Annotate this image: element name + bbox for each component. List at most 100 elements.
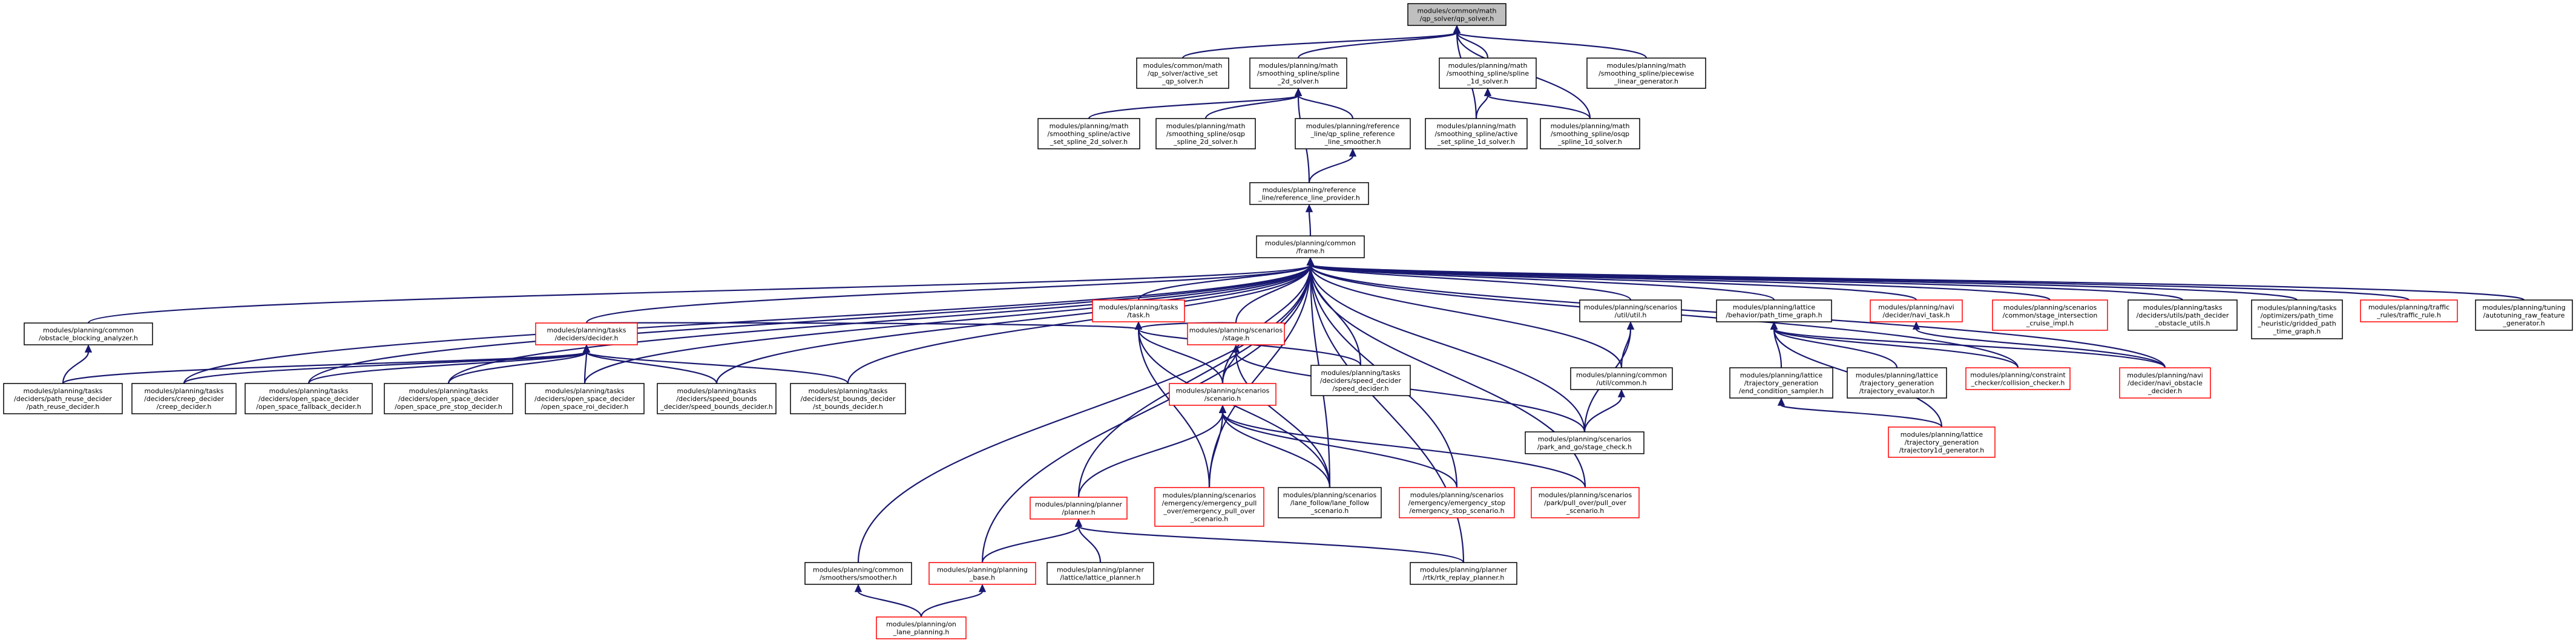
node-label-line: /emergency_stop_scenario.h — [1409, 507, 1504, 515]
node-label-line: /trajectory_generation — [1905, 439, 1979, 446]
node-label-line: /trajectory_evaluator.h — [1859, 387, 1935, 395]
edge-collision_checker-to-path_time_graph — [1770, 321, 2019, 368]
node-stage-intersection[interactable]: modules/planning/scenarios/common/stage_… — [1992, 299, 2108, 331]
node-common-util-common[interactable]: modules/planning/common/util/common.h — [1570, 367, 1673, 390]
node-planning-base[interactable]: modules/planning/planning_base.h — [928, 562, 1036, 585]
node-collision-checker[interactable]: modules/planning/constraint_checker/coll… — [1965, 367, 2071, 390]
node-label-line: /trajectory_generation — [1744, 379, 1819, 387]
edge-active_set_qp-to-qp_solver — [1181, 25, 1461, 59]
node-label-line: modules/planning/tasks — [269, 387, 349, 395]
node-open-space-pre-stop[interactable]: modules/planning/tasks/deciders/open_spa… — [384, 383, 513, 414]
node-label-line: modules/planning/lattice — [1901, 431, 1983, 439]
node-path-time-graph[interactable]: modules/planning/lattice/behavior/path_t… — [1716, 299, 1832, 322]
node-label-line: modules/planning/planner — [1035, 501, 1123, 509]
node-piecewise-linear[interactable]: modules/planning/math/smoothing_spline/p… — [1586, 57, 1706, 89]
node-qp-solver[interactable]: modules/common/math/qp_solver/qp_solver.… — [1407, 3, 1506, 26]
node-osqp-spline-1d[interactable]: modules/planning/math/smoothing_spline/o… — [1540, 118, 1640, 149]
node-label-line: /lattice/lattice_planner.h — [1060, 574, 1141, 582]
node-task[interactable]: modules/planning/tasks/task.h — [1092, 299, 1185, 322]
node-pull-over[interactable]: modules/planning/scenarios/park/pull_ove… — [1531, 487, 1640, 518]
node-label-line: modules/planning/math — [1607, 62, 1686, 70]
node-trajectory1d-generator[interactable]: modules/planning/lattice/trajectory_gene… — [1888, 426, 1996, 458]
node-active-set-qp[interactable]: modules/common/math/qp_solver/active_set… — [1136, 57, 1229, 89]
node-navi-task[interactable]: modules/planning/navi/decider/navi_task.… — [1870, 299, 1963, 322]
node-label-line: /park/pull_over/pull_over — [1544, 499, 1626, 507]
node-spline-2d-solver[interactable]: modules/planning/math/smoothing_spline/s… — [1249, 57, 1347, 89]
node-decider[interactable]: modules/planning/tasks/deciders/decider.… — [535, 322, 638, 345]
node-emergency-pull-over[interactable]: modules/planning/scenarios/emergency/eme… — [1154, 487, 1264, 527]
node-speed-decider[interactable]: modules/planning/tasks/deciders/speed_de… — [1310, 365, 1411, 396]
node-active-set-spline-2d[interactable]: modules/planning/math/smoothing_spline/a… — [1037, 118, 1140, 149]
node-label-line: _line_smoother.h — [1324, 138, 1381, 146]
node-label-line: /smoothing_spline/spline — [1257, 70, 1339, 77]
node-frame[interactable]: modules/planning/common/frame.h — [1256, 235, 1365, 258]
node-label-line: modules/planning/on — [886, 621, 956, 628]
edge-on_lane_planning-to-smoother — [854, 584, 922, 618]
edge-trajectory_evaluator-to-path_time_graph — [1770, 321, 1898, 368]
node-label-line: /smoothing_spline/osqp — [1166, 130, 1245, 138]
node-path-reuse[interactable]: modules/planning/tasks/deciders/path_reu… — [3, 383, 123, 414]
node-scen-util[interactable]: modules/planning/scenarios/util/util.h — [1579, 299, 1682, 322]
node-label-line: modules/planning/scenarios — [1283, 491, 1377, 499]
node-ref-line-provider[interactable]: modules/planning/reference_line/referenc… — [1249, 182, 1369, 205]
node-on-lane-planning[interactable]: modules/planning/on_lane_planning.h — [876, 616, 967, 639]
node-navi-obstacle[interactable]: modules/planning/navi/decider/navi_obsta… — [2119, 367, 2211, 399]
node-label-line: /frame.h — [1296, 247, 1325, 255]
node-label-line: modules/planning/tasks — [1321, 369, 1401, 377]
node-label-line: /deciders/decider.h — [555, 335, 619, 342]
node-speed-bounds[interactable]: modules/planning/tasks/deciders/speed_bo… — [657, 383, 777, 414]
node-label-line: /emergency/emergency_pull — [1162, 500, 1257, 508]
edge-piecewise_linear-to-qp_solver — [1453, 25, 1648, 59]
node-label-line: modules/planning/reference — [1263, 186, 1356, 194]
node-traffic-rule[interactable]: modules/planning/traffic_rules/traffic_r… — [2360, 299, 2458, 322]
node-label-line: modules/planning/common — [813, 566, 904, 574]
node-label-line: _scenario.h — [1190, 515, 1228, 523]
node-label-line: /speed_decider.h — [1332, 385, 1388, 393]
node-label-line: _line/reference_line_provider.h — [1258, 194, 1360, 202]
node-park-and-go[interactable]: modules/planning/scenarios/park_and_go/s… — [1525, 431, 1644, 454]
node-creep[interactable]: modules/planning/tasks/deciders/creep_de… — [131, 383, 237, 414]
node-autotuning[interactable]: modules/planning/tuning/autotuning_raw_f… — [2475, 299, 2573, 331]
node-label-line: /deciders/open_space_decider — [398, 395, 499, 403]
node-label-line: modules/planning/navi — [2127, 371, 2203, 379]
node-spline-1d-solver[interactable]: modules/planning/math/smoothing_spline/s… — [1439, 57, 1537, 89]
node-label-line: _spline_1d_solver.h — [1557, 138, 1622, 146]
node-label-line: _lane_planning.h — [893, 628, 950, 636]
node-open-space-fallback[interactable]: modules/planning/tasks/deciders/open_spa… — [245, 383, 373, 414]
edge-stage_intersection-to-frame — [1306, 257, 2051, 301]
edge-ref_line_provider-to-qp_spline_ref_smoother — [1308, 148, 1357, 183]
node-scenario[interactable]: modules/planning/scenarios/scenario.h — [1169, 383, 1276, 406]
node-label-line: /autotuning_raw_feature — [2483, 312, 2565, 319]
node-label-line: modules/planning/tasks — [545, 387, 625, 395]
node-label-line: /trajectory1d_generator.h — [1899, 446, 1985, 454]
node-path-decider-obstacle[interactable]: modules/planning/tasks/deciders/utils/pa… — [2128, 299, 2238, 331]
node-label-line: modules/planning/math — [1050, 122, 1129, 130]
node-label-line: /task.h — [1127, 312, 1149, 319]
node-lattice-planner[interactable]: modules/planning/planner/lattice/lattice… — [1046, 562, 1154, 585]
node-label-line: /deciders/speed_bounds — [676, 395, 757, 403]
node-end-condition[interactable]: modules/planning/lattice/trajectory_gene… — [1729, 367, 1833, 399]
node-label-line: /deciders/path_reuse_decider — [14, 395, 112, 403]
node-smoother[interactable]: modules/planning/common/smoothers/smooth… — [804, 562, 912, 585]
node-label-line: _1d_solver.h — [1467, 77, 1508, 85]
edge-navi_obstacle-to-navi_task — [1912, 321, 2166, 368]
node-osqp-spline-2d[interactable]: modules/planning/math/smoothing_spline/o… — [1155, 118, 1256, 149]
node-label-line: _2d_solver.h — [1277, 77, 1319, 85]
node-lane-follow[interactable]: modules/planning/scenarios/lane_follow/l… — [1278, 487, 1382, 518]
node-trajectory-evaluator[interactable]: modules/planning/lattice/trajectory_gene… — [1847, 367, 1947, 399]
node-label-line: modules/planning/scenarios — [1538, 436, 1632, 443]
node-active-set-spline-1d[interactable]: modules/planning/math/smoothing_spline/a… — [1425, 118, 1528, 149]
node-emergency-stop[interactable]: modules/planning/scenarios/emergency/eme… — [1399, 487, 1515, 518]
node-st-bounds[interactable]: modules/planning/tasks/deciders/st_bound… — [790, 383, 906, 414]
node-label-line: modules/planning/scenarios — [1189, 327, 1283, 335]
node-open-space-roi[interactable]: modules/planning/tasks/deciders/open_spa… — [525, 383, 645, 414]
node-stage[interactable]: modules/planning/scenarios/stage.h — [1187, 322, 1285, 345]
node-qp-spline-ref-smoother[interactable]: modules/planning/reference_line/qp_splin… — [1295, 118, 1411, 149]
node-label-line: /util/util.h — [1615, 312, 1647, 319]
node-rtk-replay[interactable]: modules/planning/planner/rtk/rtk_replay_… — [1410, 562, 1517, 585]
node-planner[interactable]: modules/planning/planner/planner.h — [1030, 497, 1128, 520]
node-label-line: modules/planning/tuning — [2482, 304, 2565, 312]
node-obstacle-blocking[interactable]: modules/planning/common/obstacle_blockin… — [24, 322, 153, 345]
node-gridded-path-time[interactable]: modules/planning/tasks/optimizers/path_t… — [2251, 299, 2343, 339]
